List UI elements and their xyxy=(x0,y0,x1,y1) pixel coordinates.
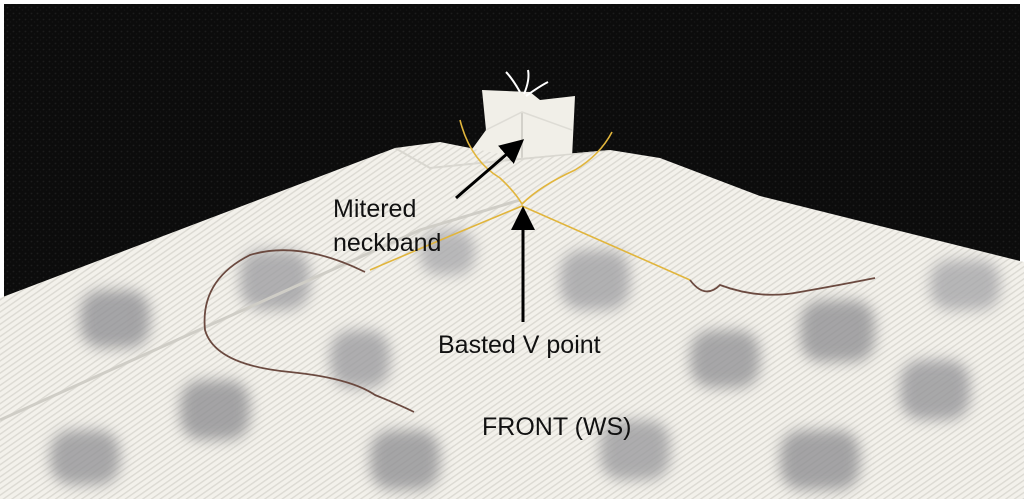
label-front-ws: FRONT (WS) xyxy=(482,413,632,441)
brown-thread xyxy=(203,249,876,413)
label-mitered: Mitered xyxy=(333,195,417,223)
label-basted-v-point: Basted V point xyxy=(438,331,601,359)
label-neckband: neckband xyxy=(333,229,442,257)
arrow-to-mitered-neckband xyxy=(455,139,525,200)
